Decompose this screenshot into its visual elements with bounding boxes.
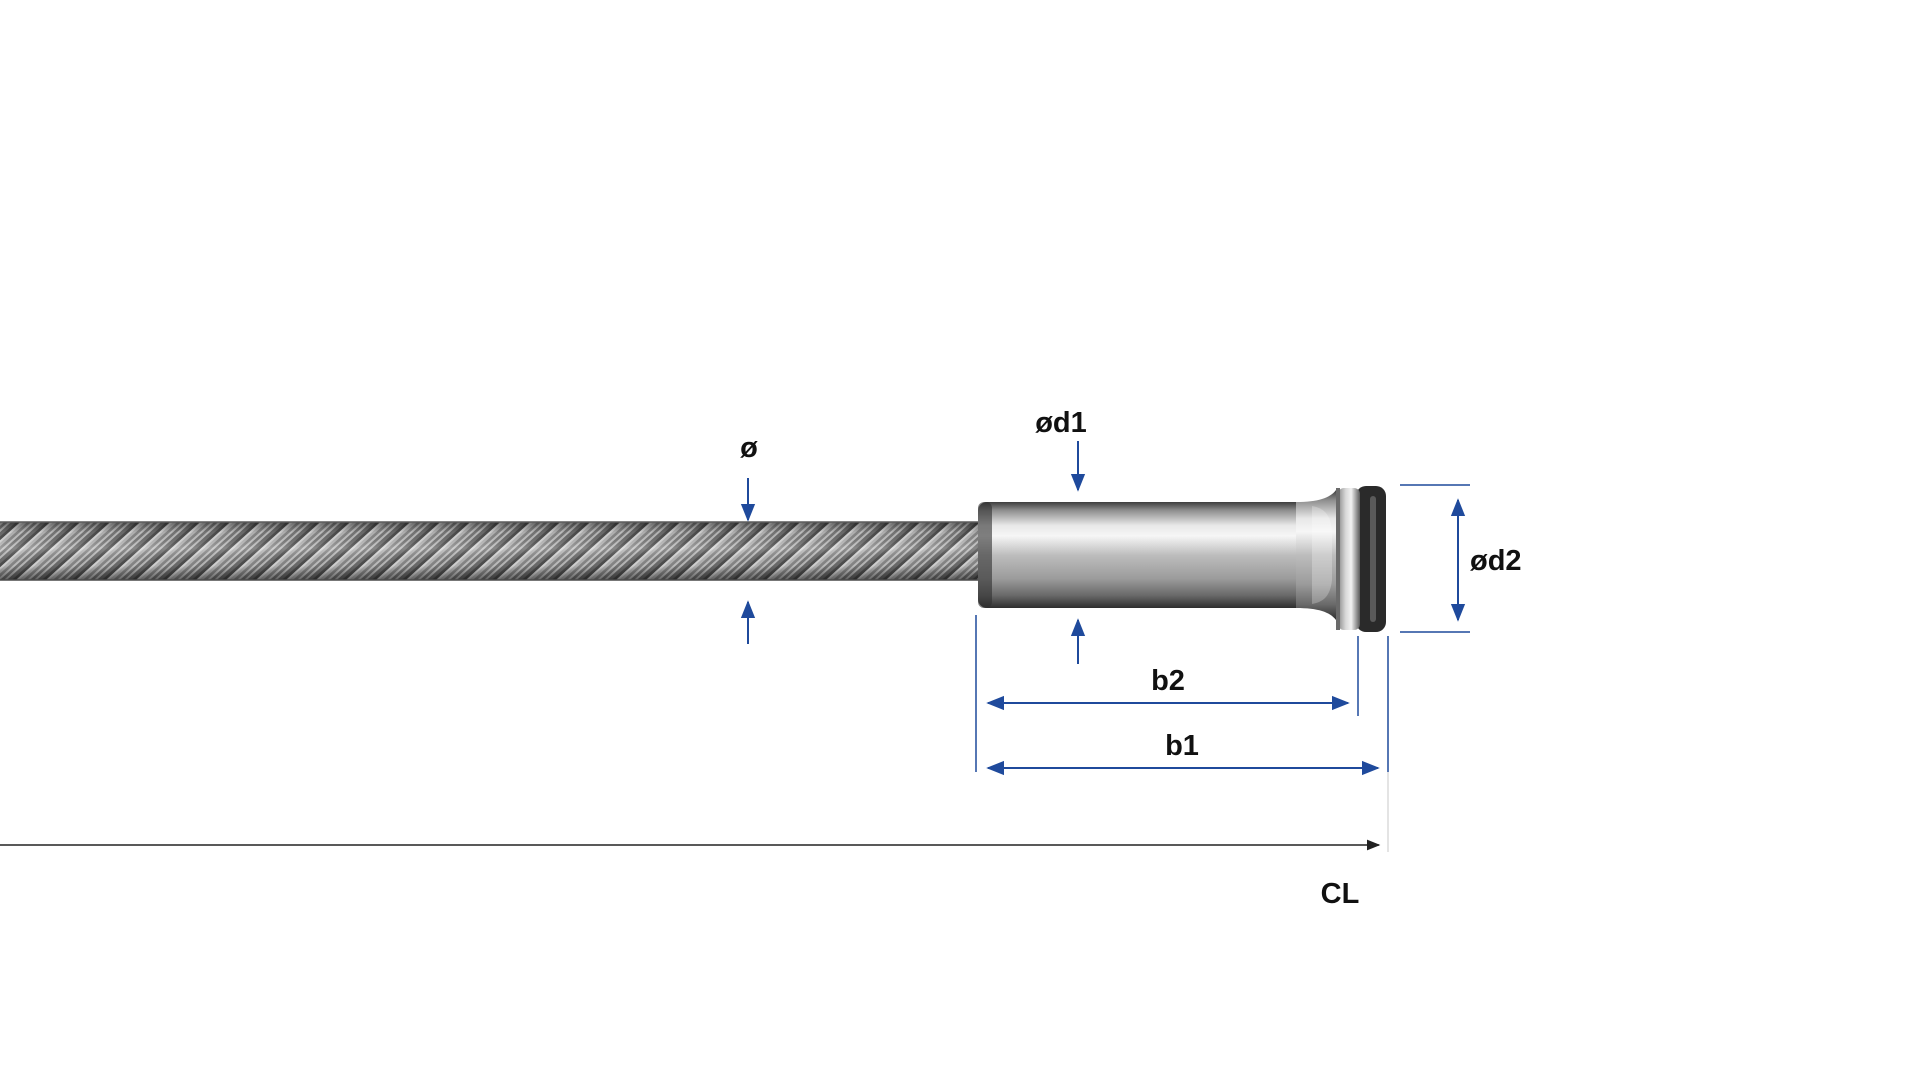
d1-label: ød1 <box>1035 407 1087 439</box>
b1-label: b1 <box>1165 730 1199 762</box>
d2-label: ød2 <box>1470 545 1522 577</box>
terminal-fitting <box>978 486 1386 632</box>
b1-dimension: b1 <box>986 730 1380 776</box>
cl-label: CL <box>1321 878 1360 910</box>
d1-dimension: ød1 <box>1035 407 1087 664</box>
wire-rope-cable <box>0 521 982 581</box>
b2-dimension: b2 <box>986 665 1350 711</box>
cl-dimension: CL <box>0 839 1381 910</box>
cable-diameter-dimension: ø <box>740 432 758 644</box>
b2-label: b2 <box>1151 665 1185 697</box>
extension-lines <box>975 615 1389 852</box>
diameter-label: ø <box>740 432 758 464</box>
d2-dimension: ød2 <box>1400 484 1522 633</box>
